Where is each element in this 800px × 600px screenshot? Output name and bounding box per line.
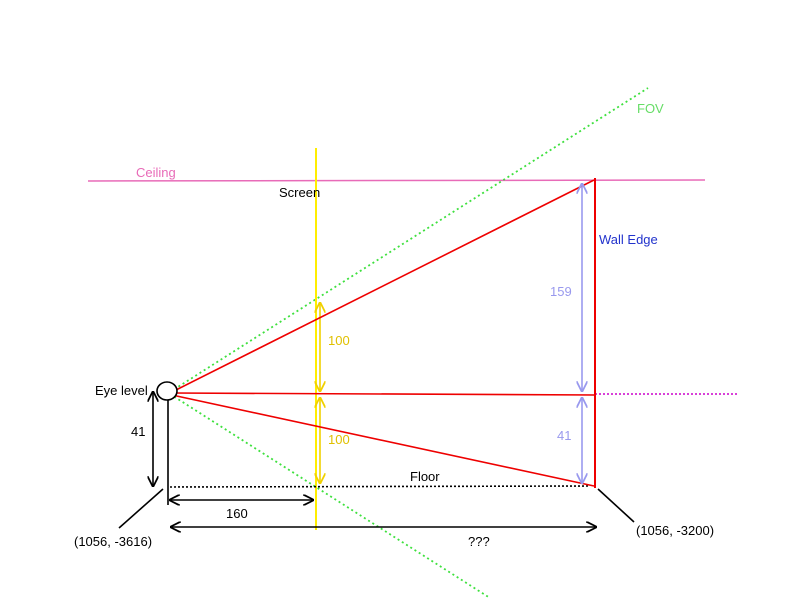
fov-lower-line	[169, 393, 491, 599]
eye-height-value: 41	[131, 424, 145, 439]
screen-lower-value: 100	[328, 432, 350, 447]
fov-upper-line	[169, 87, 649, 393]
eye-to-wall-value: ???	[468, 534, 490, 549]
ray-to-bottom	[171, 394, 595, 487]
ray-to-top	[171, 179, 595, 393]
eye-coord-pointer	[118, 488, 164, 529]
ceiling-line	[87, 179, 706, 182]
ceiling-label: Ceiling	[136, 165, 176, 180]
wall-edge-label: Wall Edge	[599, 232, 658, 247]
floor-line	[169, 485, 591, 488]
ray-center	[171, 392, 597, 396]
wall-coord-pointer	[597, 488, 635, 523]
eye-to-screen-value: 160	[226, 506, 248, 521]
screen-label: Screen	[279, 185, 320, 200]
wall-upper-value: 159	[550, 284, 572, 299]
eye-level-label: Eye level	[95, 383, 148, 398]
wall-lower-value: 41	[557, 428, 571, 443]
fov-label: FOV	[637, 101, 664, 116]
eye-circle	[156, 381, 178, 401]
wall-coord-label: (1056, -3200)	[636, 523, 714, 538]
eye-coord-label: (1056, -3616)	[74, 534, 152, 549]
screen-upper-value: 100	[328, 333, 350, 348]
floor-label: Floor	[410, 469, 440, 484]
